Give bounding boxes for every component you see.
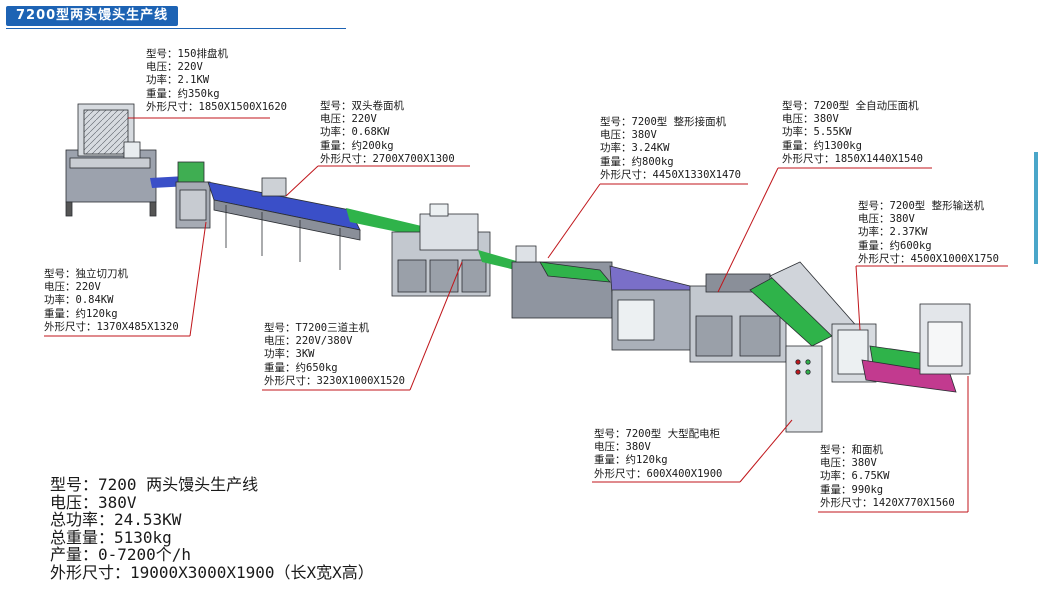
- title-underline: [6, 28, 346, 29]
- roller-machine: [207, 177, 361, 270]
- spec-line: 外形尺寸：600X400X1900: [594, 467, 723, 480]
- spec-line: 电压：220V/380V: [264, 335, 353, 348]
- spec-line: 型号：和面机: [820, 444, 883, 456]
- spec-line: 重量：约650kg: [264, 361, 338, 374]
- spec-line: 电压：380V: [782, 113, 839, 126]
- spec-line: 重量：约350kg: [146, 87, 220, 100]
- spec-line: 重量：约800kg: [600, 155, 674, 168]
- spec-line: 电压：380V: [858, 213, 915, 226]
- spec-line: 外形尺寸：1370X485X1320: [44, 320, 179, 333]
- spec-line: 型号：7200型 整形输送机: [858, 200, 985, 212]
- spec-line: 电压：380V: [594, 441, 651, 454]
- spec-tray: 型号：150排盘机 电压：220V 功率：2.1KW 重量：约350kg 外形尺…: [146, 48, 287, 114]
- spec-conveyor: 型号：7200型 整形输送机 电压：380V 功率：2.37KW 重量：约600…: [858, 200, 999, 266]
- main-machine: [391, 203, 491, 297]
- spec-line: 电压：220V: [146, 61, 203, 74]
- spec-cabinet: 型号：7200型 大型配电柜 电压：380V 重量：约120kg 外形尺寸：60…: [594, 428, 722, 481]
- spec-line: 外形尺寸：4450X1330X1470: [600, 168, 742, 181]
- spec-line: 重量：约600kg: [858, 239, 932, 252]
- spec-roller: 型号：双头卷面机 电压：220V 功率：0.68KW 重量：约200kg 外形尺…: [320, 100, 455, 166]
- page-title: 7200型两头馒头生产线: [6, 6, 179, 26]
- spec-line: 型号：独立切刀机: [44, 268, 128, 280]
- spec-shaper: 型号：7200型 整形接面机 电压：380V 功率：3.24KW 重量：约800…: [600, 116, 741, 182]
- spec-line: 外形尺寸：1420X770X1560: [820, 496, 955, 509]
- spec-line: 型号：双头卷面机: [320, 100, 404, 112]
- line-summary: 型号：7200 两头馒头生产线 电压：380V 总功率：24.53KW 总重量：…: [50, 476, 374, 581]
- spec-line: 重量：约120kg: [44, 307, 118, 320]
- spec-line: 功率：3.24KW: [600, 142, 670, 155]
- spec-line: 重量：990kg: [820, 483, 884, 496]
- spec-cutter: 型号：独立切刀机 电压：220V 功率：0.84KW 重量：约120kg 外形尺…: [44, 268, 179, 334]
- spec-line: 型号：150排盘机: [146, 48, 228, 60]
- spec-line: 电压：380V: [820, 457, 877, 470]
- spec-line: 功率：3KW: [264, 348, 315, 361]
- spec-line: 型号：7200型 大型配电柜: [594, 428, 721, 440]
- spec-line: 电压：380V: [600, 129, 657, 142]
- spec-main: 型号：T7200三道主机 电压：220V/380V 功率：3KW 重量：约650…: [264, 322, 405, 388]
- spec-line: 功率：2.37KW: [858, 226, 928, 239]
- spec-line: 重量：约1300kg: [782, 139, 862, 152]
- cabinet-machine: [785, 345, 823, 433]
- spec-press: 型号：7200型 全自动压面机 电压：380V 功率：5.55KW 重量：约13…: [782, 100, 923, 166]
- spec-line: 型号：T7200三道主机: [264, 322, 370, 334]
- summary-dimensions: 外形尺寸：19000X3000X1900（长X宽X高）: [50, 562, 374, 582]
- cutter-machine: [175, 161, 211, 229]
- spec-line: 功率：2.1KW: [146, 74, 210, 87]
- spec-line: 外形尺寸：1850X1500X1620: [146, 100, 288, 113]
- summary-voltage: 电压：380V: [50, 492, 137, 512]
- mixer-machine: [861, 303, 971, 393]
- spec-line: 外形尺寸：4500X1000X1750: [858, 252, 1000, 265]
- spec-line: 重量：约120kg: [594, 454, 668, 467]
- spec-line: 重量：约200kg: [320, 139, 394, 152]
- spec-line: 功率：0.84KW: [44, 294, 114, 307]
- spec-line: 外形尺寸：3230X1000X1520: [264, 374, 406, 387]
- spec-line: 外形尺寸：1850X1440X1540: [782, 152, 924, 165]
- shaper-machine: [511, 245, 703, 351]
- spec-line: 型号：7200型 整形接面机: [600, 116, 727, 128]
- spec-line: 功率：5.55KW: [782, 126, 852, 139]
- summary-output: 产量：0-7200个/h: [50, 545, 192, 564]
- spec-mixer: 型号：和面机 电压：380V 功率：6.75KW 重量：990kg 外形尺寸：1…: [820, 444, 955, 510]
- tray-machine: [65, 103, 157, 217]
- spec-line: 电压：220V: [320, 113, 377, 126]
- spec-line: 功率：0.68KW: [320, 126, 390, 139]
- spec-line: 外形尺寸：2700X700X1300: [320, 152, 455, 165]
- summary-total-power: 总功率：24.53KW: [50, 510, 182, 529]
- spec-line: 电压：220V: [44, 281, 101, 294]
- edge-tab: [1034, 152, 1038, 264]
- summary-total-weight: 总重量：5130kg: [50, 527, 172, 547]
- spec-line: 功率：6.75KW: [820, 470, 890, 483]
- summary-model: 型号：7200 两头馒头生产线: [50, 475, 259, 494]
- spec-line: 型号：7200型 全自动压面机: [782, 100, 919, 112]
